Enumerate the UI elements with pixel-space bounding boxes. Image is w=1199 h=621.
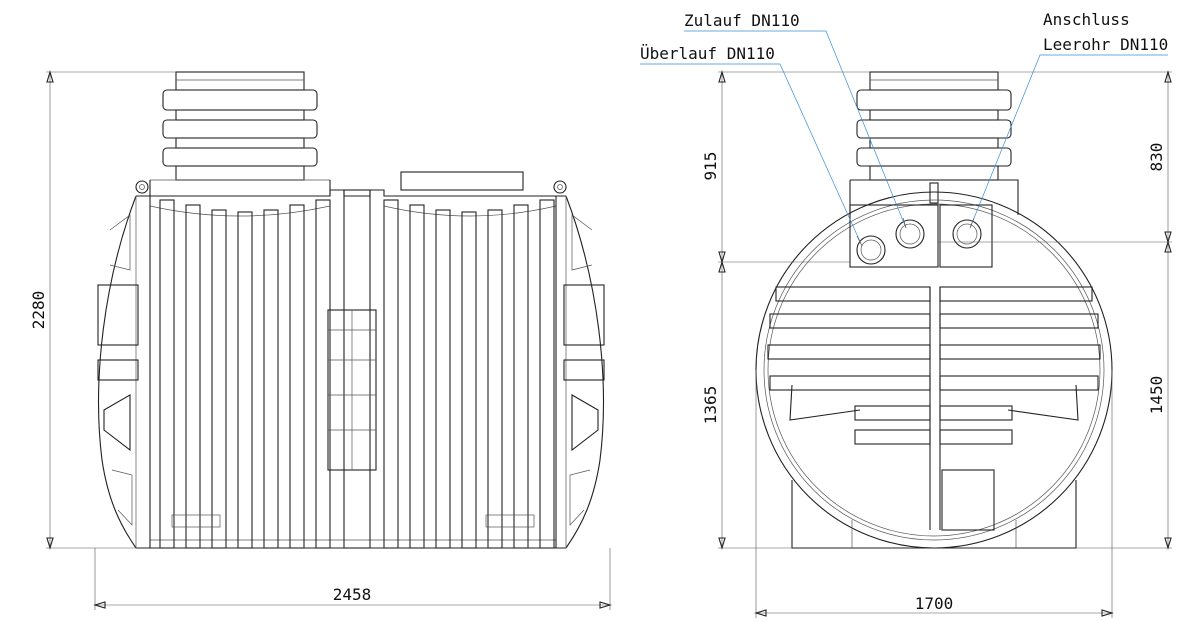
ribs-left bbox=[159, 199, 331, 549]
label-zulauf: Zulauf DN110 bbox=[684, 11, 800, 30]
side-view bbox=[46, 70, 612, 610]
label-anschluss: Anschluss bbox=[1043, 10, 1130, 29]
ribs-right bbox=[383, 199, 555, 549]
dim-length: 2458 bbox=[333, 585, 372, 604]
dim-total-height: 2280 bbox=[29, 291, 48, 330]
center-block bbox=[327, 189, 377, 549]
dim-right-upper: 830 bbox=[1147, 143, 1166, 172]
label-leerohr: Leerohr DN110 bbox=[1043, 35, 1168, 54]
front-view bbox=[640, 30, 1172, 618]
inner-ribs bbox=[767, 286, 1101, 531]
dim-left-upper: 915 bbox=[701, 152, 720, 181]
dim-right-lower: 1450 bbox=[1147, 376, 1166, 415]
dim-left-lower: 1365 bbox=[701, 386, 720, 425]
dim-width: 1700 bbox=[915, 594, 954, 613]
leader-lines bbox=[640, 30, 1168, 247]
label-ueberlauf: Überlauf DN110 bbox=[640, 44, 775, 63]
